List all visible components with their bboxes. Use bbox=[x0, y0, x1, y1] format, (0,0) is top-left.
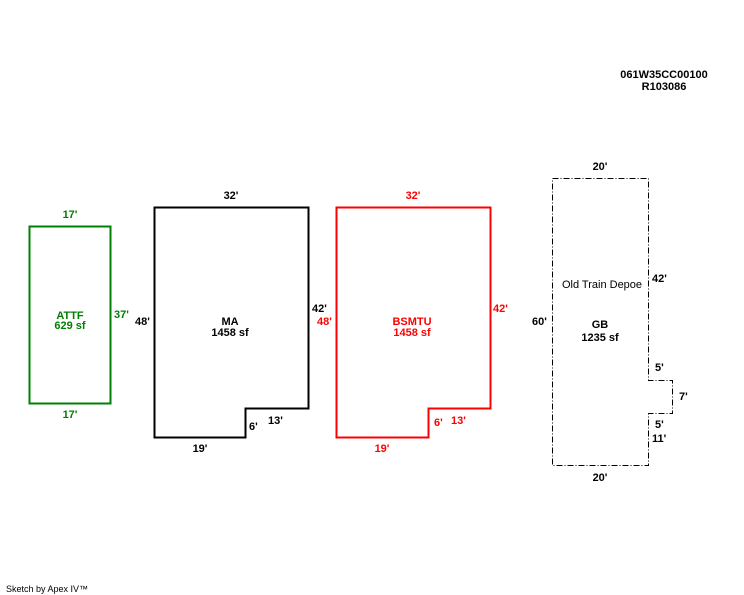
attf-right-dim: 37' bbox=[114, 309, 129, 321]
bsmtu-outline bbox=[335, 206, 492, 439]
bsmtu-area: 1458 sf bbox=[393, 327, 431, 339]
parcel-id: 061W35CC00100 bbox=[620, 69, 707, 81]
ma-bottom-dim: 19' bbox=[193, 443, 208, 455]
bsmtu-step-h-dim: 13' bbox=[451, 415, 466, 427]
ma-right-dim: 42' bbox=[312, 303, 327, 315]
gb-outline bbox=[552, 178, 673, 466]
ma-area: 1458 sf bbox=[211, 327, 249, 339]
gb-notch-top-dim: 5' bbox=[655, 362, 664, 374]
attf-top-dim: 17' bbox=[63, 209, 78, 221]
bsmtu-step-v-dim: 6' bbox=[434, 417, 443, 429]
ma-code: MA bbox=[221, 316, 238, 328]
attf-code: ATTF bbox=[56, 310, 84, 322]
ma-outline bbox=[153, 206, 310, 439]
ma-left-dim: 48' bbox=[135, 316, 150, 328]
gb-bottom-dim: 20' bbox=[593, 472, 608, 484]
attf-outline bbox=[28, 225, 112, 405]
gb-area: 1235 sf bbox=[581, 332, 619, 344]
ma-top-dim: 32' bbox=[224, 190, 239, 202]
gb-notch-bottom-dim: 5' bbox=[655, 419, 664, 431]
bsmtu-right-dim: 42' bbox=[493, 303, 508, 315]
gb-code: GB bbox=[592, 319, 609, 331]
account-number: R103086 bbox=[642, 81, 687, 93]
gb-notch-out-dim: 7' bbox=[679, 391, 688, 403]
gb-right-lower-dim: 11' bbox=[652, 433, 667, 445]
gb-top-dim: 20' bbox=[593, 161, 608, 173]
bsmtu-left-dim: 48' bbox=[317, 316, 332, 328]
bsmtu-top-dim: 32' bbox=[406, 190, 421, 202]
gb-note: Old Train Depoe bbox=[562, 279, 642, 291]
footer-credit: Sketch by Apex IV™ bbox=[6, 584, 88, 594]
ma-step-h-dim: 13' bbox=[268, 415, 283, 427]
gb-right-upper-dim: 42' bbox=[652, 273, 667, 285]
ma-step-v-dim: 6' bbox=[249, 421, 258, 433]
attf-area: 629 sf bbox=[54, 320, 86, 332]
bsmtu-bottom-dim: 19' bbox=[375, 443, 390, 455]
attf-bottom-dim: 17' bbox=[63, 409, 78, 421]
gb-left-dim: 60' bbox=[532, 316, 547, 328]
bsmtu-code: BSMTU bbox=[392, 316, 431, 328]
